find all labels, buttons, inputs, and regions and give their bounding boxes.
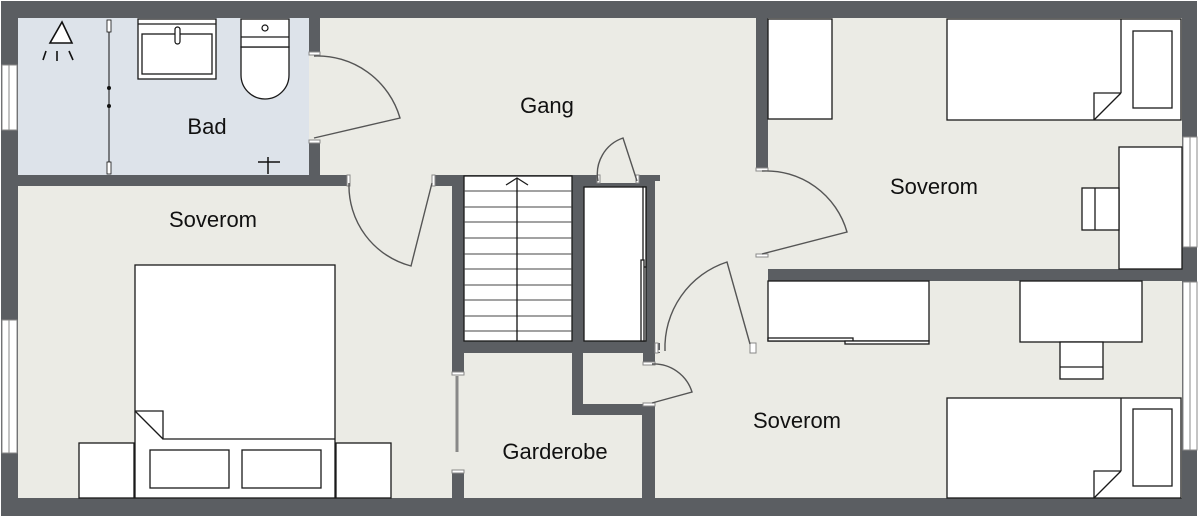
wall-garderobe-left [452,470,464,500]
closet-cabinet [583,186,647,342]
room-label-soverom-left: Soverom [168,207,258,232]
desk-top-right [1081,146,1183,270]
wall-right-bedrooms [768,269,1182,281]
door-bedroom-top-right[interactable] [761,170,848,255]
staircase [463,175,573,342]
wall-garderobe-inner [572,350,583,415]
room-label-bad: Bad [187,114,227,139]
room-label-garderobe: Garderobe [502,439,608,464]
wall-stair-bottom [452,343,660,353]
window-bedroom-left [1,319,18,454]
shower-icon [42,20,74,61]
toilet-icon [240,18,290,100]
hallway-floor [320,18,756,175]
nightstand-left [78,442,135,499]
wall-garderobe-ledge [572,404,655,415]
double-bed [134,264,336,499]
window-bedroom-top-right [1182,136,1198,248]
wall-stair-mid [572,175,584,350]
single-bed-bottom [946,397,1182,499]
wall-bath-bedroom [18,175,348,186]
wall-stair-left [452,175,464,375]
wardrobe-top-right [767,18,833,120]
desk-bottom-right [1019,280,1143,380]
room-label-soverom-top-right: Soverom [889,174,979,199]
door-garderobe[interactable] [651,363,693,404]
single-bed-top [946,18,1182,121]
tap-icon [258,157,280,174]
wall-garderobe-right [643,404,655,504]
window-bath [1,64,18,131]
door-bedroom-bottom-right[interactable] [664,261,751,352]
door-closet[interactable] [596,137,638,182]
sink-icon [137,18,217,80]
shower-screen [106,19,112,175]
room-label-soverom-bottom-right: Soverom [752,408,842,433]
door-bedroom-left[interactable] [348,182,433,267]
window-bedroom-bottom-right [1182,281,1198,451]
garderobe-floor-top [464,353,570,413]
wardrobe-bottom-right [767,280,930,345]
room-label-gang: Gang [520,93,574,118]
door-bath[interactable] [313,55,401,139]
nightstand-right [335,442,392,499]
